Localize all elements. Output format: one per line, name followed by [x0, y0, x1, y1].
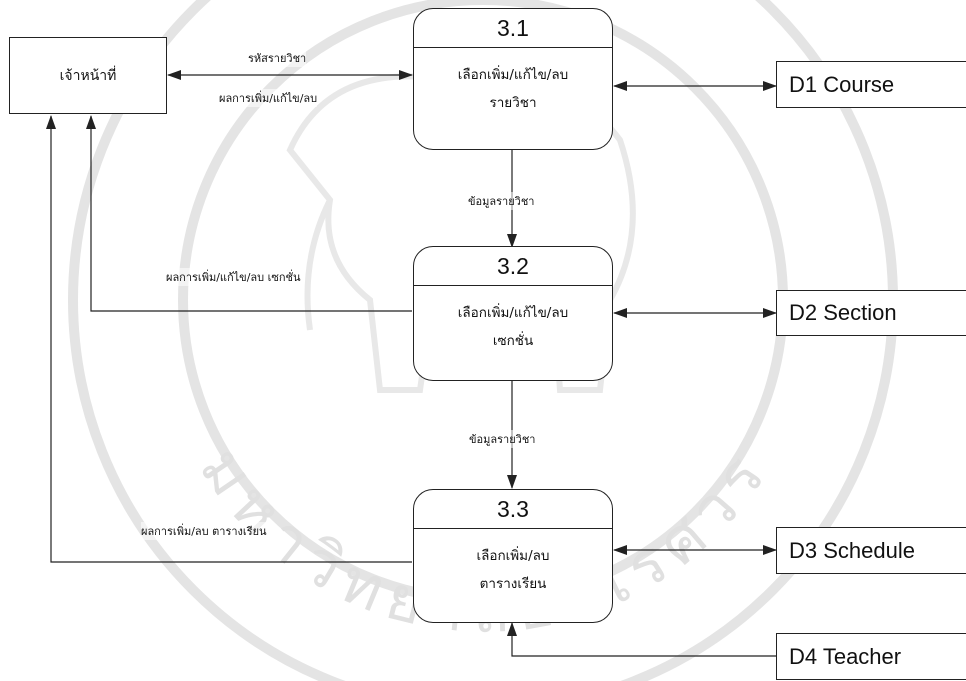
- external-entity-staff: เจ้าหน้าที่: [9, 37, 167, 114]
- process-name-line: ตารางเรียน: [479, 576, 547, 592]
- process-name-line: เลือกเพิ่ม/ลบ: [476, 548, 550, 564]
- data-store-d4: D4 Teacher: [776, 633, 966, 680]
- process-number: 3.2: [414, 247, 612, 286]
- flow-label-course-result: ผลการเพิ่ม/แก้ไข/ลบ: [219, 89, 318, 107]
- process-number: 3.1: [414, 9, 612, 48]
- store-label: D3 Schedule: [789, 537, 915, 563]
- process-3-3: 3.3 เลือกเพิ่ม/ลบ ตารางเรียน: [413, 489, 613, 623]
- flow-label-course-data-2: ข้อมูลรายวิชา: [469, 430, 536, 448]
- process-3-2: 3.2 เลือกเพิ่ม/แก้ไข/ลบ เซกชั่น: [413, 246, 613, 381]
- store-label: D1 Course: [789, 71, 895, 97]
- flow-label-section-result: ผลการเพิ่ม/แก้ไข/ลบ เซกชั่น: [166, 268, 301, 286]
- process-name: เลือกเพิ่ม/แก้ไข/ลบ เซกชั่น: [414, 299, 612, 355]
- process-number: 3.3: [414, 490, 612, 529]
- entity-label: เจ้าหน้าที่: [59, 67, 117, 84]
- process-name-line: เซกชั่น: [492, 333, 534, 349]
- flow-process2-entity: [86, 115, 412, 312]
- store-label: D4 Teacher: [789, 643, 902, 669]
- process-3-1: 3.1 เลือกเพิ่ม/แก้ไข/ลบ รายวิชา: [413, 8, 613, 150]
- store-label: D2 Section: [789, 300, 897, 325]
- process-name-line: เลือกเพิ่ม/แก้ไข/ลบ: [457, 67, 569, 83]
- flow-d4-process3: [507, 622, 776, 657]
- process-name-line: รายวิชา: [489, 95, 537, 111]
- process-name: เลือกเพิ่ม/แก้ไข/ลบ รายวิชา: [414, 61, 612, 117]
- data-store-d1: D1 Course: [776, 61, 966, 108]
- data-store-d2: D2 Section: [776, 290, 966, 336]
- data-store-d3: D3 Schedule: [776, 527, 966, 574]
- flow-label-course-code: รหัสรายวิชา: [248, 49, 307, 67]
- process-name: เลือกเพิ่ม/ลบ ตารางเรียน: [414, 542, 612, 598]
- flow-label-course-data-1: ข้อมูลรายวิชา: [468, 192, 535, 210]
- process-name-line: เลือกเพิ่ม/แก้ไข/ลบ: [457, 305, 569, 321]
- flow-process3-entity: [46, 115, 412, 563]
- flow-label-schedule-result: ผลการเพิ่ม/ลบ ตารางเรียน: [141, 522, 267, 540]
